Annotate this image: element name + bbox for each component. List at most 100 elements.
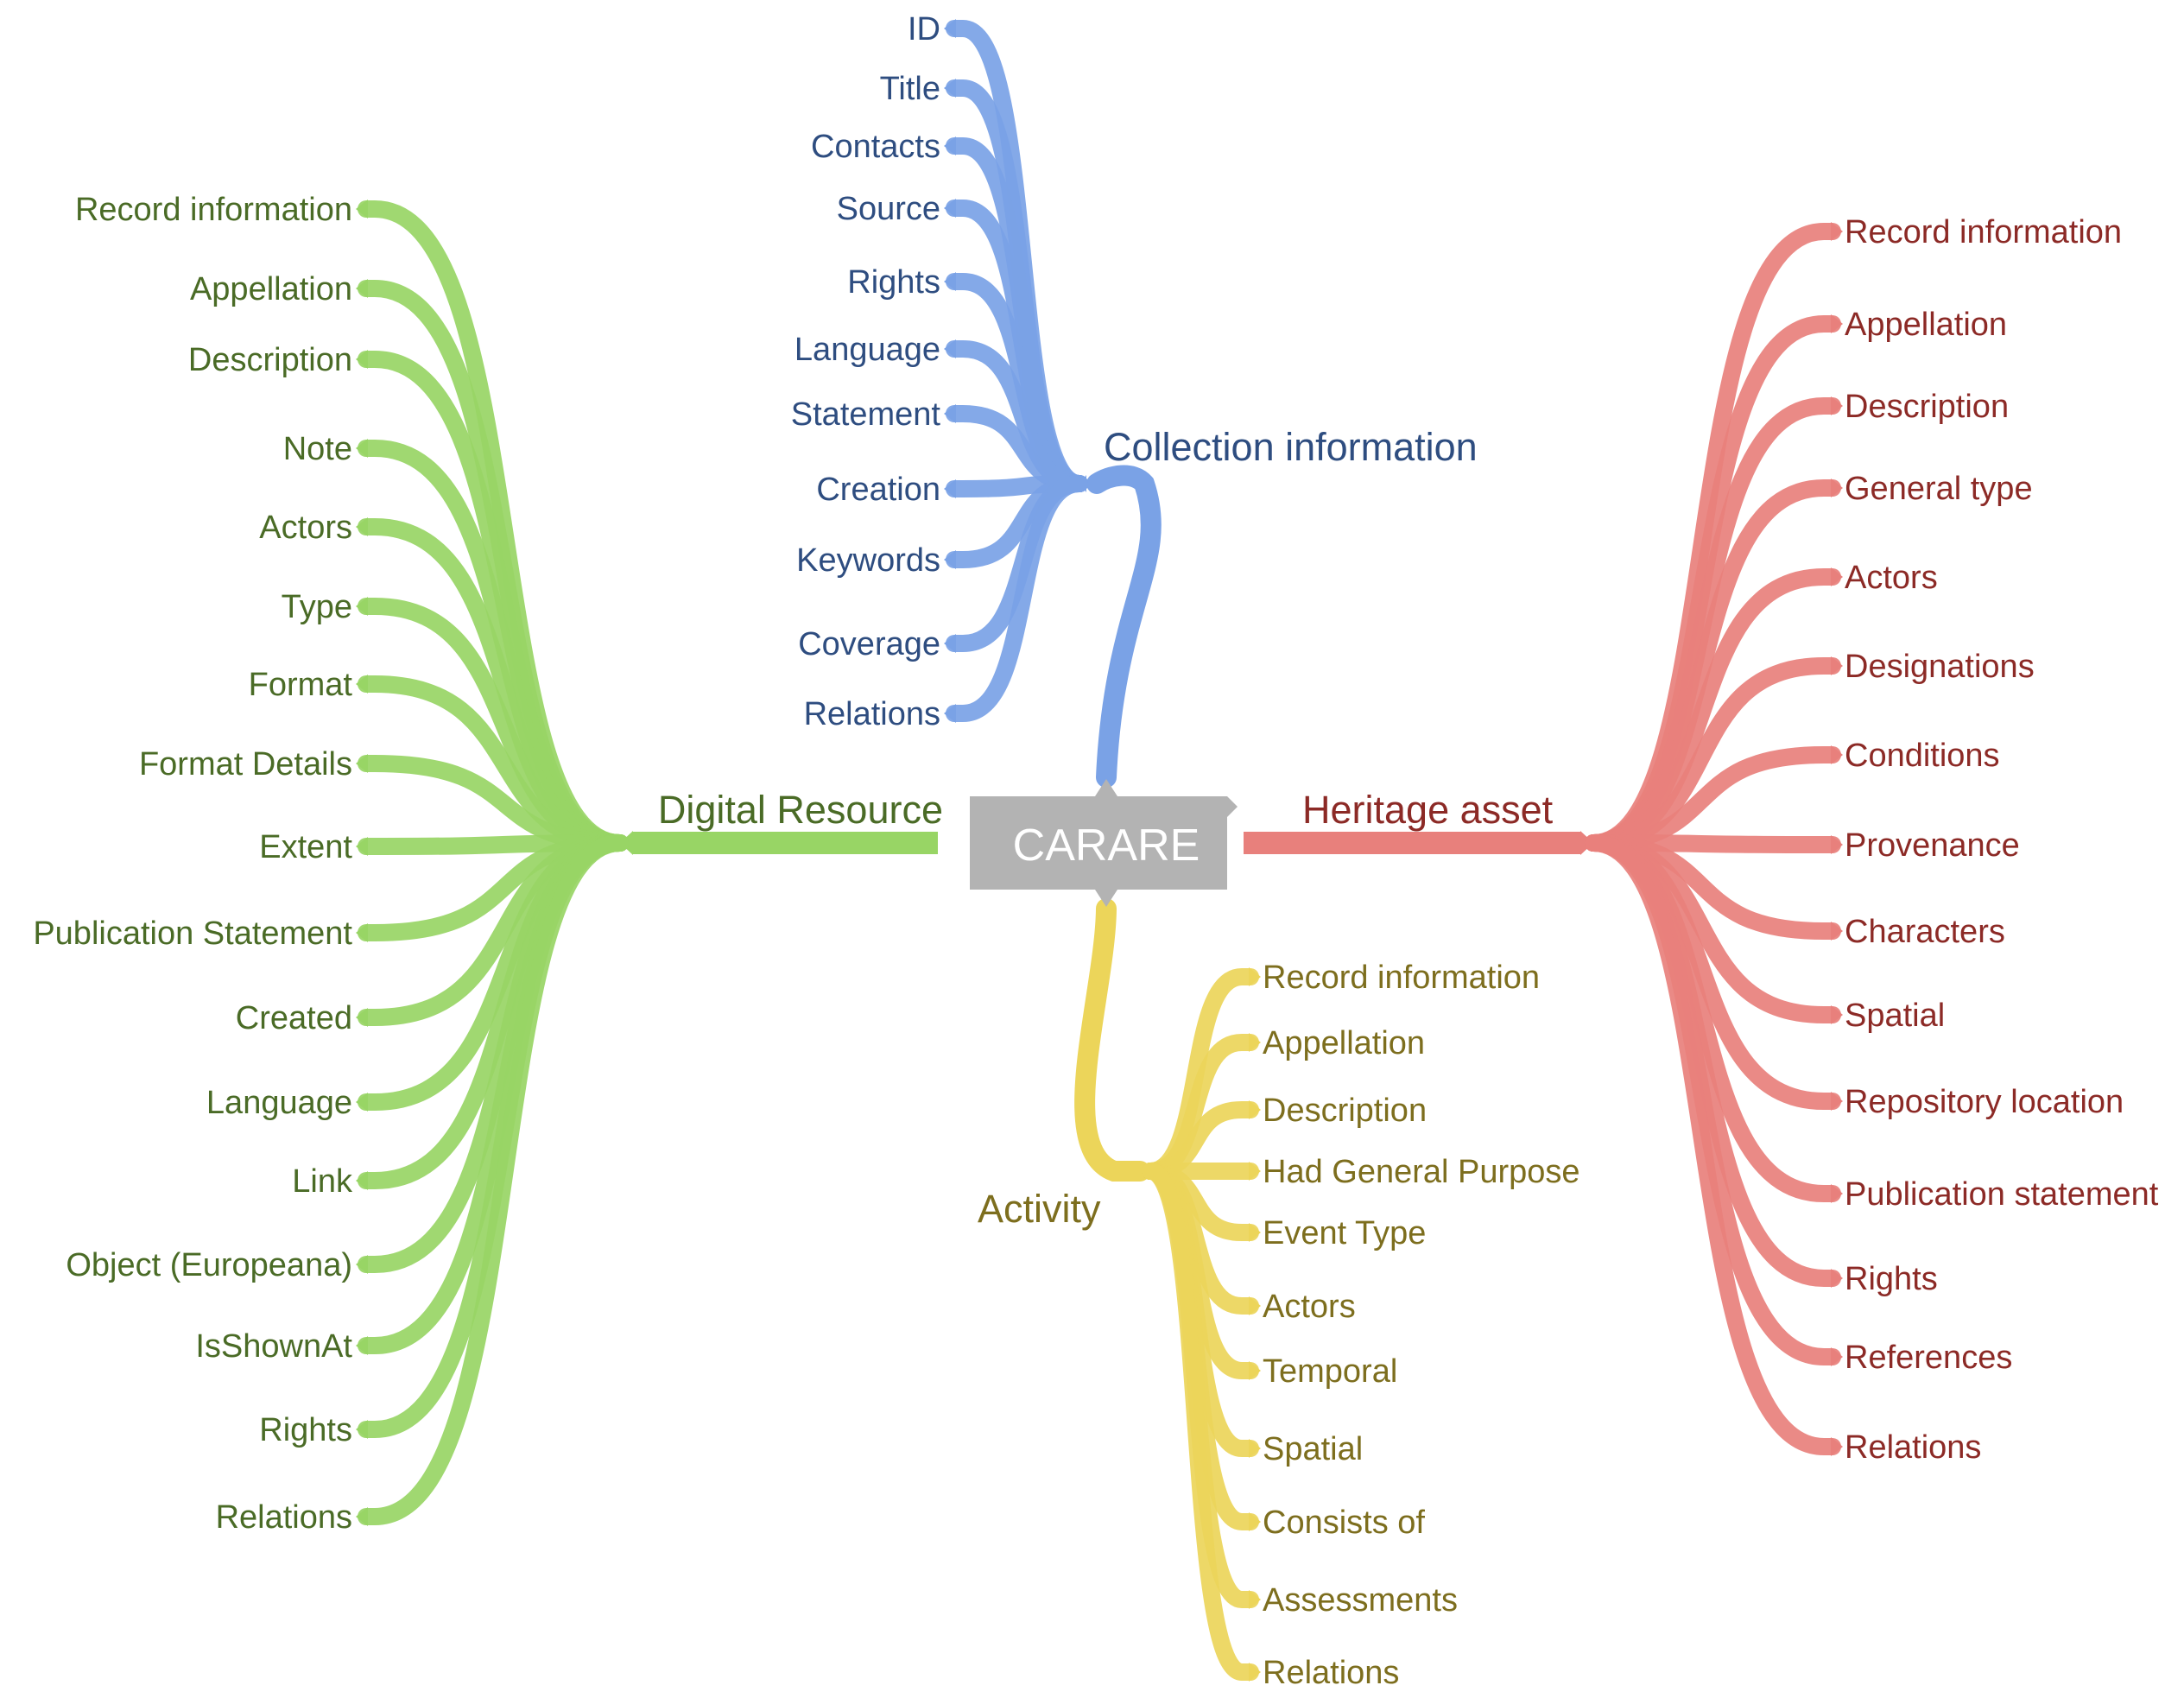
arrow-activity-spatial [1249,1439,1261,1458]
leaf-collection-rights[interactable]: Rights [847,264,940,301]
arrow-heritage-record-information [1831,222,1843,241]
leaf-heritage-references[interactable]: References [1845,1340,2012,1376]
arrow-digital-publication-statement [356,923,368,942]
leaf-digital-extent[interactable]: Extent [259,829,352,865]
branch-label-digital-resource[interactable]: Digital Resource [658,788,943,832]
leaf-heritage-conditions[interactable]: Conditions [1845,738,2000,774]
arrow-digital-object-europeana [356,1255,368,1274]
leaf-digital-actors[interactable]: Actors [259,510,352,546]
arrow-digital-description [356,350,368,369]
leaf-activity-assessments[interactable]: Assessments [1263,1582,1458,1619]
leaf-collection-language[interactable]: Language [794,332,940,368]
arrow-activity-appellation [1249,1033,1261,1052]
arrow-digital-actors [356,517,368,536]
connector-activity-relations [1142,1163,1259,1681]
arrow-digital-rights [356,1420,368,1439]
arrow-collection-contacts [944,136,956,155]
leaf-heritage-actors[interactable]: Actors [1845,560,1938,596]
arrow-heritage-appellation [1831,314,1843,333]
leaf-activity-temporal[interactable]: Temporal [1263,1353,1397,1390]
leaf-digital-format[interactable]: Format [249,667,353,703]
leaf-heritage-record-information[interactable]: Record information [1845,214,2122,250]
leaf-activity-event-type[interactable]: Event Type [1263,1215,1426,1251]
arrow-heritage-general-type [1831,478,1843,497]
branch-label-heritage-asset[interactable]: Heritage asset [1302,788,1554,832]
leaf-heritage-repository-location[interactable]: Repository location [1845,1084,2124,1120]
leaf-digital-type[interactable]: Type [282,589,352,625]
arrow-heritage-publication-statement [1831,1184,1843,1203]
arrow-digital-link [356,1171,368,1190]
leaf-digital-appellation[interactable]: Appellation [190,271,352,307]
leaf-heritage-general-type[interactable]: General type [1845,471,2033,507]
leaf-digital-isshownat[interactable]: IsShownAt [195,1328,352,1365]
leaf-activity-appellation[interactable]: Appellation [1263,1025,1425,1061]
arrow-collection-relations [944,704,956,723]
arrow-digital-format-details [356,754,368,773]
arrow-collection-coverage [944,634,956,653]
leaf-digital-relations[interactable]: Relations [216,1499,352,1536]
arrow-digital-created [356,1008,368,1027]
arrow-heritage-description [1831,396,1843,415]
leaf-digital-object-europeana[interactable]: Object (Europeana) [66,1247,352,1283]
leaf-digital-created[interactable]: Created [236,1000,352,1036]
leaf-collection-id[interactable]: ID [908,11,940,48]
arrow-heritage-relations [1831,1437,1843,1456]
leaf-heritage-appellation[interactable]: Appellation [1845,307,2007,343]
trunk-activity [1074,898,1150,1182]
leaf-heritage-spatial[interactable]: Spatial [1845,998,1945,1034]
leaf-collection-keywords[interactable]: Keywords [796,542,940,579]
arrow-activity-record-information [1249,967,1261,986]
leaf-collection-relations[interactable]: Relations [804,696,940,732]
leaf-activity-spatial[interactable]: Spatial [1263,1431,1363,1467]
arrow-activity-consists-of [1249,1512,1261,1531]
leaf-digital-description[interactable]: Description [188,342,352,378]
leaf-activity-description[interactable]: Description [1263,1093,1427,1129]
arrow-activity-temporal [1249,1361,1261,1380]
arrow-heritage-spatial [1831,1005,1843,1024]
root-node[interactable]: CARARE [970,779,1239,907]
leaf-digital-language[interactable]: Language [206,1085,352,1121]
leaf-heritage-provenance[interactable]: Provenance [1845,827,2020,864]
leaf-digital-rights[interactable]: Rights [259,1412,352,1448]
arrow-collection-keywords [944,550,956,569]
arrow-activity-actors [1249,1296,1261,1315]
leaf-heritage-rights[interactable]: Rights [1845,1261,1938,1297]
leaf-activity-had-general-purpose[interactable]: Had General Purpose [1263,1154,1580,1190]
leaf-collection-creation[interactable]: Creation [816,472,940,508]
leaf-heritage-relations[interactable]: Relations [1845,1429,1981,1466]
connector-heritage-relations [1585,834,1841,1455]
root-label: CARARE [1013,820,1200,871]
leaf-digital-note[interactable]: Note [283,431,352,467]
branch-label-collection-information[interactable]: Collection information [1104,425,1478,469]
arrow-digital-appellation [356,279,368,298]
arrow-activity-relations [1249,1663,1261,1682]
arrow-collection-source [944,199,956,218]
leaf-digital-publication-statement[interactable]: Publication Statement [33,916,352,952]
leaf-heritage-designations[interactable]: Designations [1845,649,2035,685]
trunk-collection-information [1086,465,1162,788]
arrow-collection-title [944,79,956,98]
leaf-heritage-publication-statement[interactable]: Publication statement [1845,1176,2159,1213]
leaf-activity-consists-of[interactable]: Consists of [1263,1505,1425,1541]
leaf-collection-source[interactable]: Source [837,191,940,227]
leaf-digital-format-details[interactable]: Format Details [139,746,352,782]
connectors [356,19,1843,1682]
leaf-heritage-description[interactable]: Description [1845,389,2009,425]
arrow-heritage-rights [1831,1269,1843,1288]
leaf-activity-relations[interactable]: Relations [1263,1655,1399,1691]
leaf-collection-title[interactable]: Title [880,71,940,107]
leaf-activity-record-information[interactable]: Record information [1263,960,1540,996]
leaf-digital-link[interactable]: Link [292,1163,353,1200]
branch-label-activity[interactable]: Activity [978,1187,1101,1231]
arrow-activity-event-type [1249,1223,1261,1242]
leaf-collection-coverage[interactable]: Coverage [798,626,940,662]
arrow-collection-rights [944,272,956,291]
leaf-collection-contacts[interactable]: Contacts [811,129,940,165]
leaf-heritage-characters[interactable]: Characters [1845,914,2005,950]
leaf-activity-actors[interactable]: Actors [1263,1289,1356,1325]
arrow-collection-id [944,19,956,38]
leaf-digital-record-information[interactable]: Record information [75,192,352,228]
leaf-collection-statement[interactable]: Statement [791,396,941,433]
connector-digital-relations [358,834,629,1525]
